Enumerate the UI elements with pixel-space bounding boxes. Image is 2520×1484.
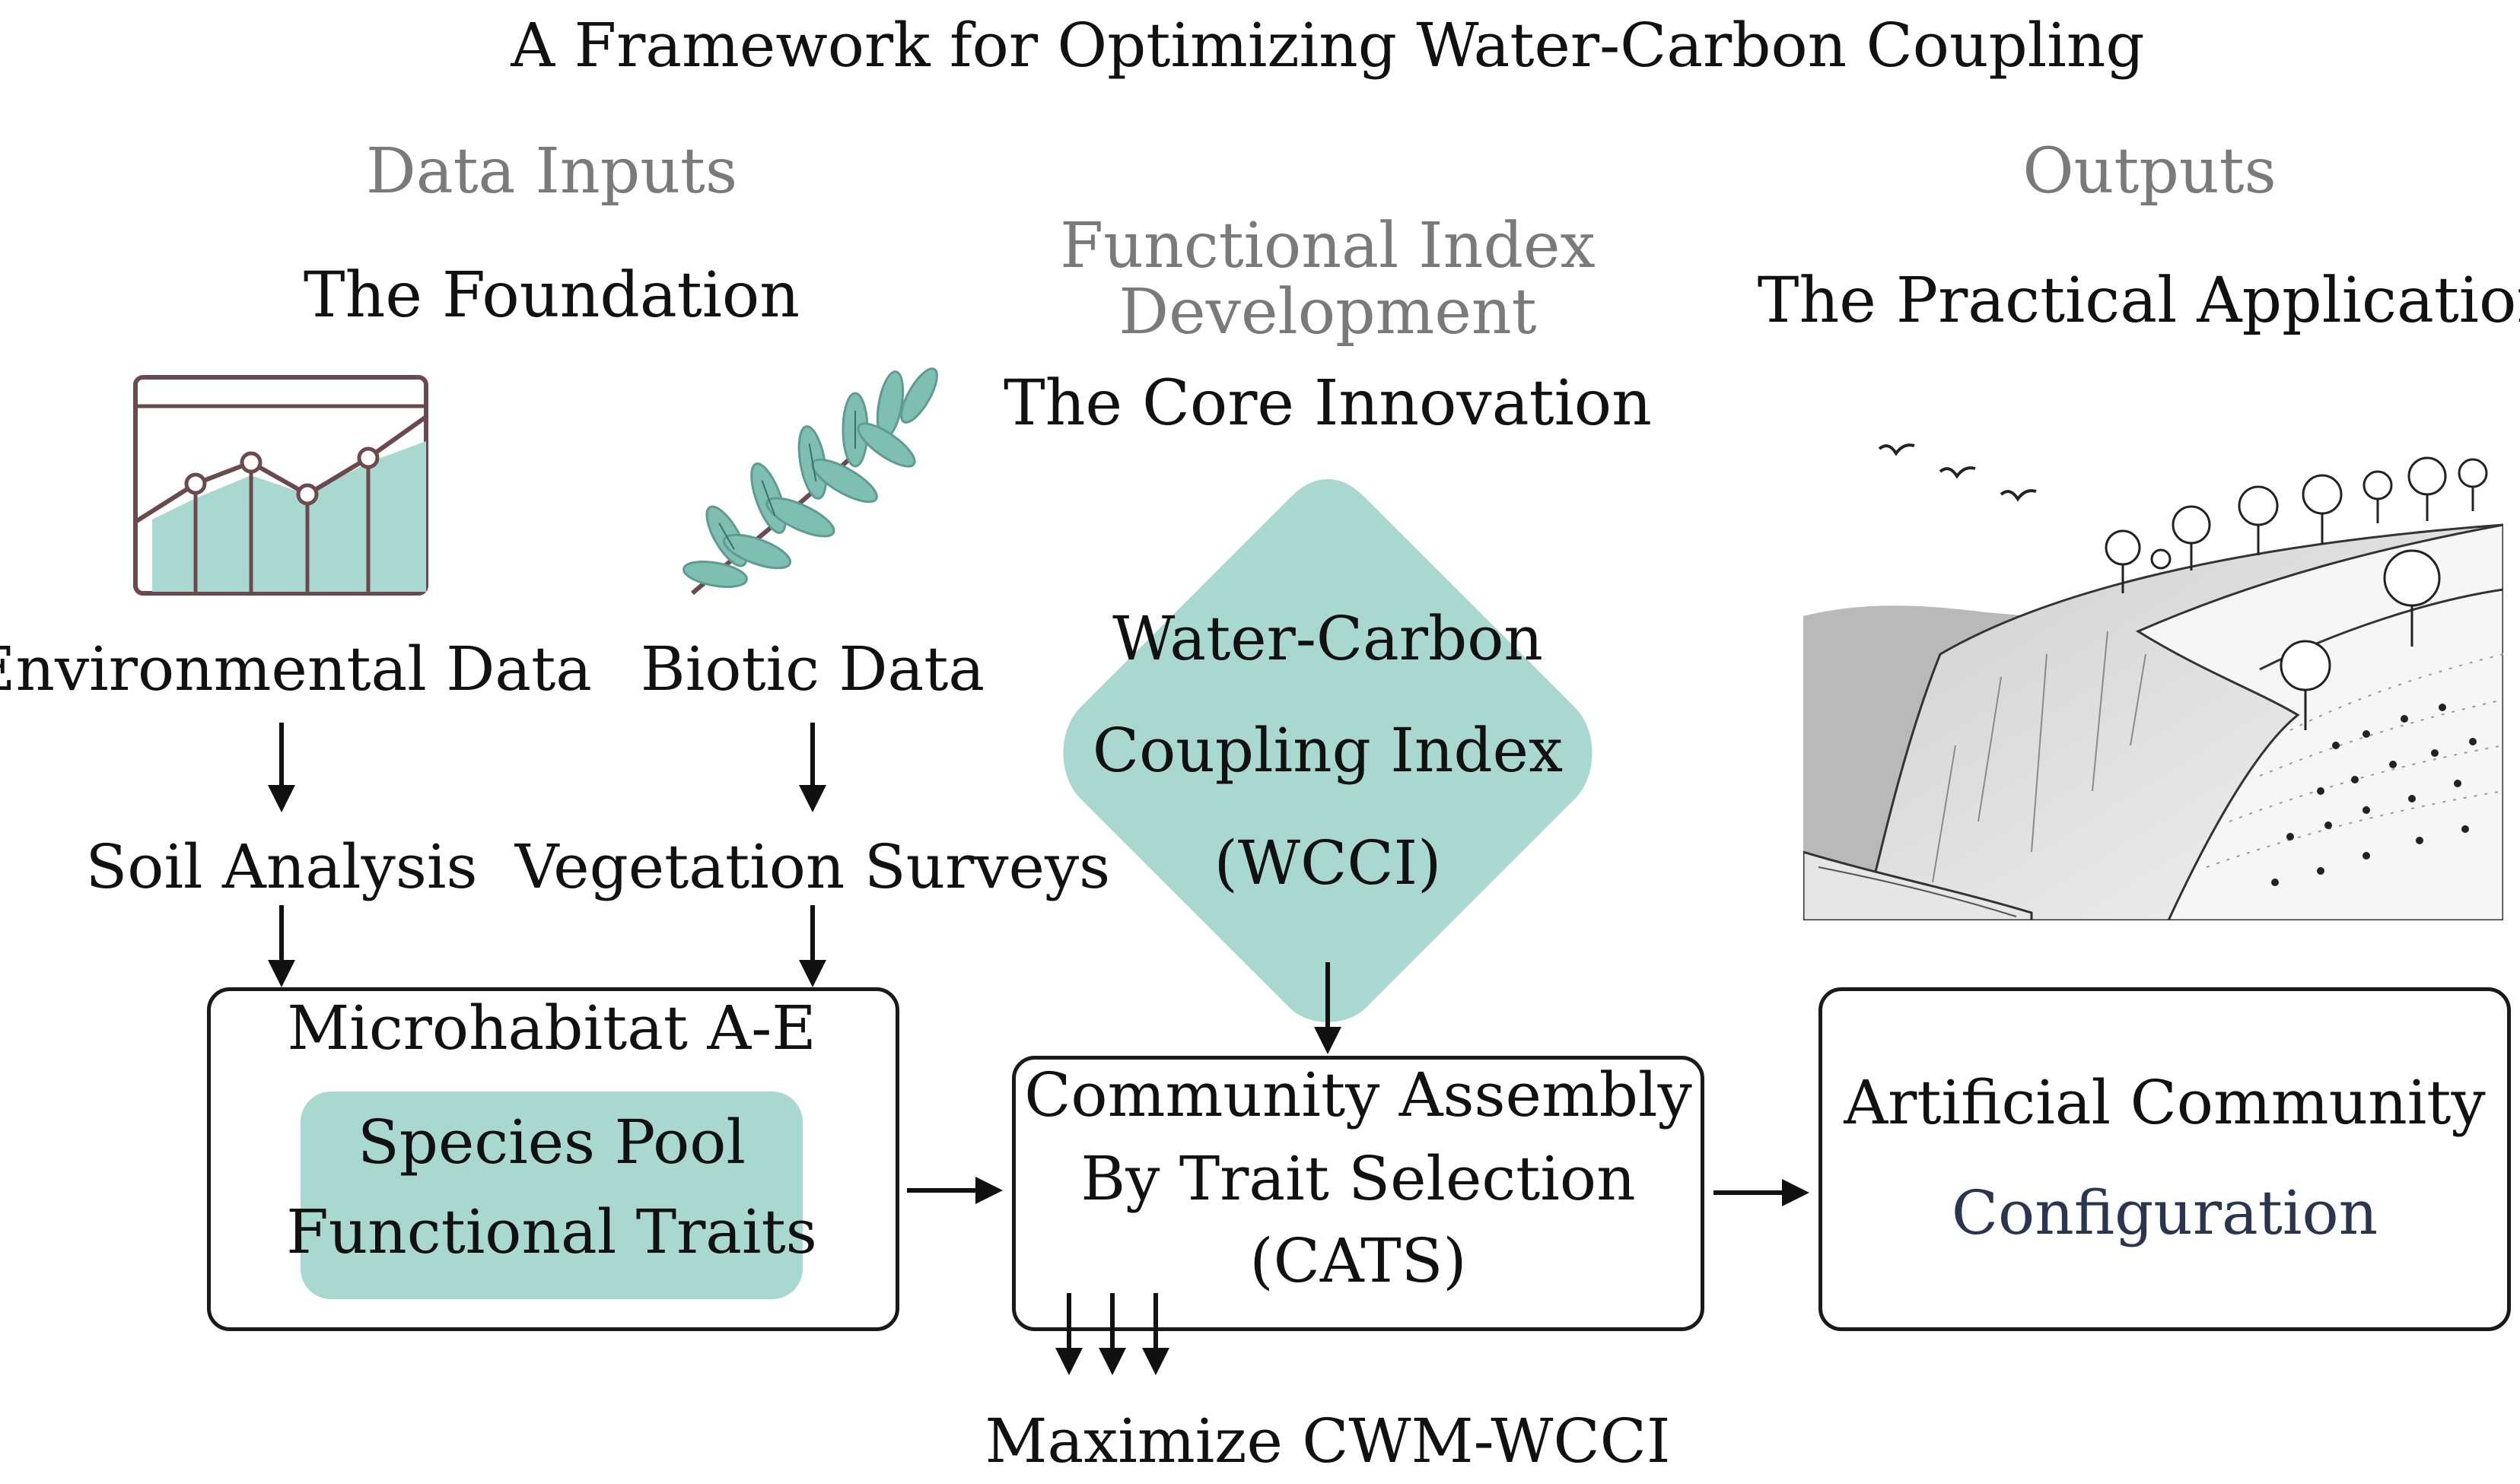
label-environmental-data: Environmental Data: [0, 634, 592, 704]
output-line1: Artificial Community: [1844, 1067, 2486, 1138]
cats-line1: Community Assembly: [1024, 1060, 1692, 1130]
wcci-line2: Coupling Index: [1092, 715, 1564, 786]
section-outputs: Outputs: [2022, 135, 2277, 208]
hillside-landscape-icon: [1803, 443, 2503, 920]
section-functional-index-line2: Development: [1118, 276, 1537, 348]
section-functional-index-line1: Functional Index: [1060, 210, 1596, 282]
wcci-diamond: [1063, 479, 1592, 1022]
species-pool-panel: [301, 1092, 803, 1299]
artificial-community-box: [1818, 987, 2511, 1331]
subtitle-foundation: The Foundation: [303, 259, 800, 332]
section-data-inputs: Data Inputs: [365, 135, 738, 208]
cats-box: [1012, 1056, 1704, 1331]
maximize-label: Maximize CWM-WCCI: [985, 1406, 1671, 1476]
wcci-line3: (WCCI): [1214, 828, 1442, 898]
species-pool-line2: Functional Traits: [286, 1196, 817, 1267]
subtitle-core-innovation: The Core Innovation: [1004, 367, 1652, 440]
wcci-line1: Water-Carbon: [1112, 603, 1543, 674]
species-pool-line1: Species Pool: [357, 1107, 746, 1177]
cats-line2: By Trait Selection: [1080, 1143, 1636, 1214]
line-chart-icon: [133, 375, 428, 596]
output-line2: Configuration: [1951, 1177, 2378, 1248]
label-soil-analysis: Soil Analysis: [85, 831, 478, 902]
label-biotic-data: Biotic Data: [640, 634, 985, 704]
diagram-title: A Framework for Optimizing Water-Carbon …: [511, 10, 2145, 81]
cats-line3: (CATS): [1249, 1225, 1467, 1296]
subtitle-practical-application: The Practical Application: [1757, 265, 2520, 337]
leaf-branch-icon: [682, 367, 938, 596]
microhabitat-title: Microhabitat A-E: [287, 993, 816, 1063]
label-vegetation-surveys: Vegetation Surveys: [514, 831, 1111, 902]
